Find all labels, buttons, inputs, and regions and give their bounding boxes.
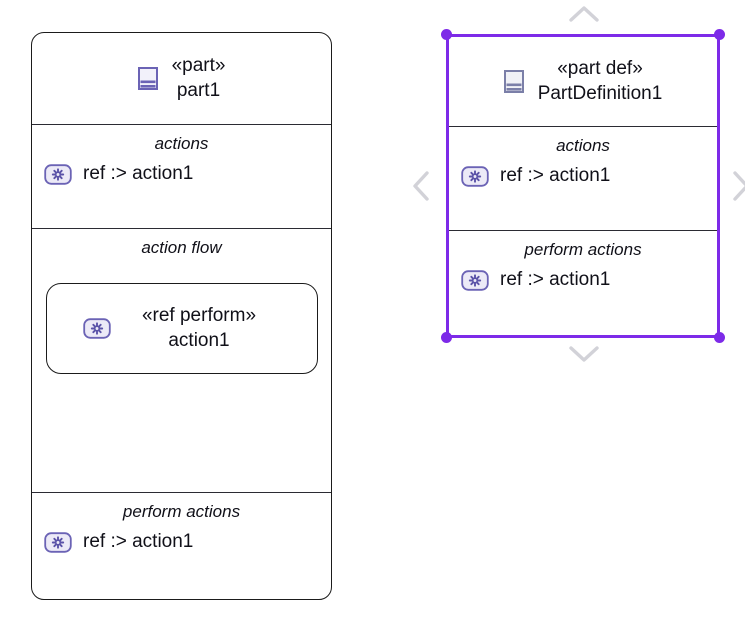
compartment-perform-actions[interactable]: perform actions [32,492,331,598]
part-def-icon [503,70,524,93]
compartment-actions[interactable]: actions [449,126,717,230]
compartment-action-flow[interactable]: action flow [32,228,331,492]
part-usage-node[interactable]: «part» part1 actions [31,32,332,600]
compartment-actions[interactable]: actions [32,124,331,228]
action-icon [461,269,489,291]
compartment-actions-title: actions [556,136,610,155]
compartment-perform-actions-title: perform actions [122,502,241,521]
feature-row[interactable]: ref :> action1 [32,522,331,553]
feature-label: ref :> action1 [500,165,611,186]
feature-row[interactable]: ref :> action1 [449,156,717,187]
ref-perform-stereotype: «ref perform» [141,305,257,327]
feature-label: ref :> action1 [83,531,194,552]
part-definition-header[interactable]: «part def» PartDefinition1 [449,37,717,126]
chevron-right-icon[interactable] [731,170,745,207]
part-definition-name: PartDefinition1 [537,82,663,104]
chevron-up-icon[interactable] [568,4,600,29]
feature-label: ref :> action1 [500,269,611,290]
part-definition-title-block: «part def» PartDefinition1 [538,57,663,106]
action-icon [44,163,72,185]
resize-handle-top-right[interactable] [714,29,725,40]
chevron-left-icon[interactable] [411,170,431,207]
feature-row[interactable]: ref :> action1 [32,154,331,185]
part-usage-stereotype: «part» [171,55,226,77]
ref-perform-name: action1 [168,329,230,351]
ref-perform-action-node[interactable]: «ref perform» action1 [46,283,318,374]
part-definition-stereotype: «part def» [557,58,643,80]
ref-perform-title-block: «ref perform» action1 [125,304,273,353]
action-icon [44,531,72,553]
part-icon [137,67,158,90]
action-icon [461,165,489,187]
compartment-perform-actions-title: perform actions [524,240,642,259]
resize-handle-bottom-left[interactable] [441,332,452,343]
compartment-perform-actions[interactable]: perform actions [449,230,717,335]
resize-handle-top-left[interactable] [441,29,452,40]
part-usage-name: part1 [176,79,221,101]
part-definition-node[interactable]: «part def» PartDefinition1 actions [446,34,720,338]
action-icon [83,318,111,339]
part-usage-title-block: «part» part1 [172,54,226,103]
part-usage-header[interactable]: «part» part1 [32,33,331,124]
compartment-action-flow-title: action flow [141,238,222,257]
feature-label: ref :> action1 [83,163,194,184]
compartment-actions-title: actions [154,134,209,153]
feature-row[interactable]: ref :> action1 [449,260,717,291]
chevron-down-icon[interactable] [568,344,600,369]
resize-handle-bottom-right[interactable] [714,332,725,343]
